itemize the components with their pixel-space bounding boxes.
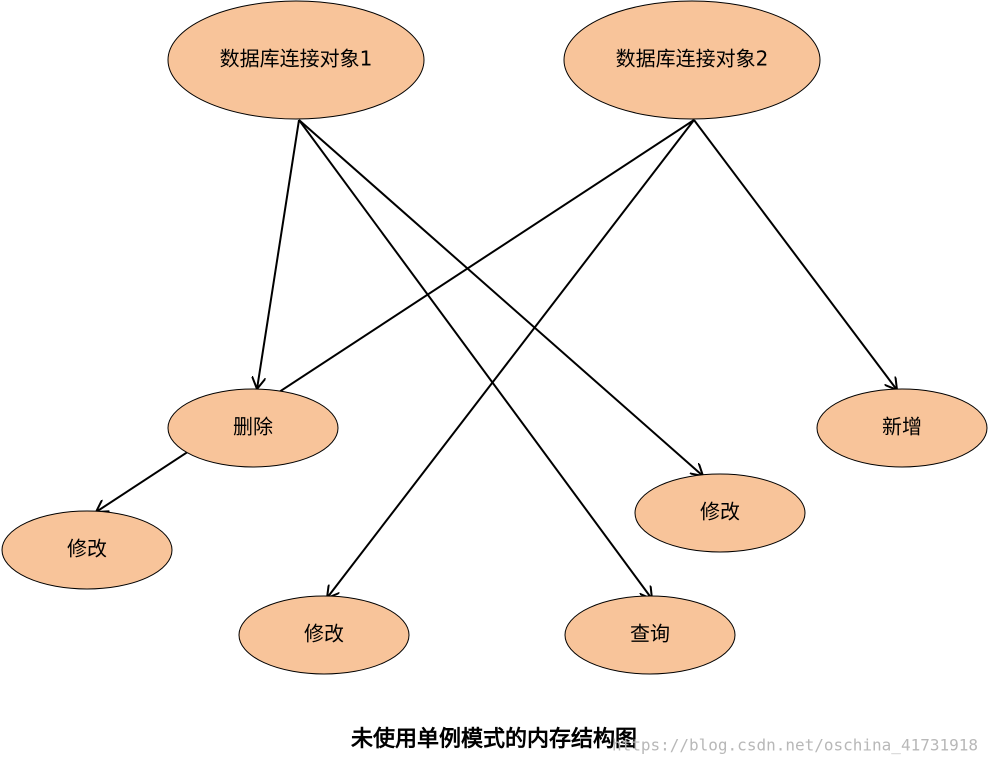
node-query: 查询	[564, 595, 736, 675]
node-conn1-label: 数据库连接对象1	[220, 47, 373, 71]
node-add-label: 新增	[882, 415, 922, 439]
node-delete-ellipse	[167, 388, 339, 468]
node-update-bottom-ellipse	[238, 595, 410, 675]
node-conn2: 数据库连接对象2	[563, 0, 821, 120]
node-update-left: 修改	[1, 510, 173, 590]
node-add: 新增	[816, 388, 988, 468]
node-conn2-ellipse	[563, 0, 821, 120]
node-update-bottom-label: 修改	[304, 622, 344, 646]
edge-conn2-update-left	[96, 119, 695, 512]
watermark: https://blog.csdn.net/oschina_41731918	[612, 736, 978, 755]
edge-conn1-query	[298, 119, 652, 599]
node-conn2-label: 数据库连接对象2	[616, 47, 769, 71]
diagram-caption: 未使用单例模式的内存结构图	[351, 726, 637, 752]
node-conn1-ellipse	[167, 0, 425, 120]
node-update-left-label: 修改	[67, 537, 107, 561]
node-delete: 删除	[167, 388, 339, 468]
edge-conn1-delete	[257, 119, 300, 389]
node-add-ellipse	[816, 388, 988, 468]
node-query-label: 查询	[630, 622, 670, 646]
node-update-bottom: 修改	[238, 595, 410, 675]
node-update-mid-ellipse	[634, 473, 806, 553]
node-update-left-ellipse	[1, 510, 173, 590]
edge-conn2-add	[693, 119, 897, 390]
node-conn1: 数据库连接对象1	[167, 0, 425, 120]
edge-conn1-update-mid	[298, 119, 703, 476]
node-delete-label: 删除	[233, 415, 273, 439]
node-update-mid: 修改	[634, 473, 806, 553]
node-query-ellipse	[564, 595, 736, 675]
nodes-group: 数据库连接对象1 数据库连接对象2 删除 新增 修改 修改 修改 查询	[1, 0, 988, 675]
edge-conn2-update-bottom	[327, 119, 695, 598]
node-update-mid-label: 修改	[700, 500, 740, 524]
